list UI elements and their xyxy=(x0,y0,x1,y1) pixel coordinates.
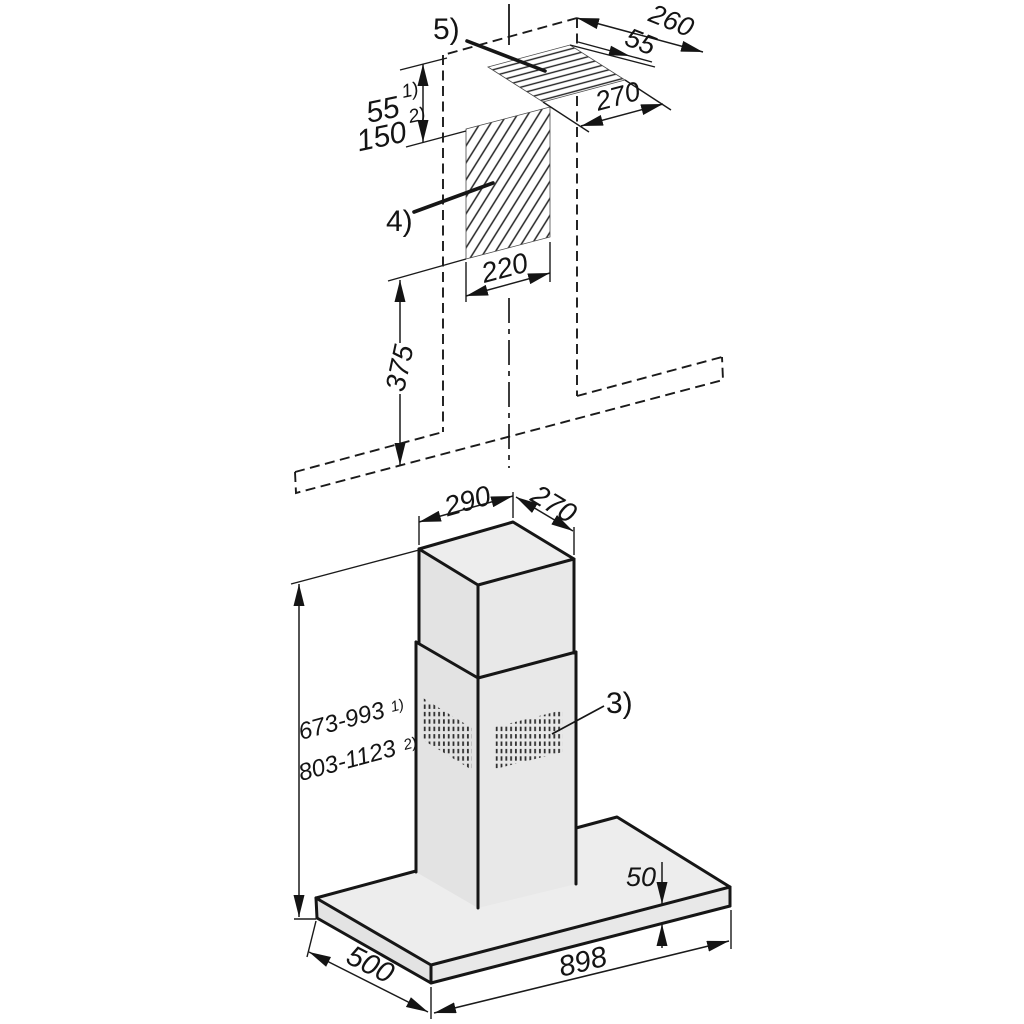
extension-lines-bottom xyxy=(290,492,732,1019)
callout-4-label: 4) xyxy=(386,205,413,238)
ceiling-plane-outline xyxy=(294,356,724,495)
dim-55-left-label: 55 xyxy=(363,91,403,130)
callout-chimney-vent: 3) xyxy=(551,687,633,735)
callout-5-label: 5) xyxy=(433,13,460,46)
callout-shaft-hatch: 4) xyxy=(386,181,495,238)
dim-height-a-note: 1) xyxy=(389,696,406,716)
vent-perforation-left xyxy=(423,698,472,770)
chimney-lower-section xyxy=(416,642,576,908)
dim-50-label: 50 xyxy=(626,862,656,892)
callout-ceiling-cutout: 5) xyxy=(433,13,547,73)
dim-height-b-note: 2) xyxy=(401,734,419,754)
callout-3-label: 3) xyxy=(606,687,633,720)
shaft-hatch xyxy=(465,106,551,260)
vent-perforation-right xyxy=(495,710,563,769)
dim-55-left-note: 1) xyxy=(400,79,421,103)
dim-150-left-note: 2) xyxy=(406,104,428,128)
object-edges xyxy=(314,520,732,985)
dim-canopy-height: 50 xyxy=(626,862,668,948)
